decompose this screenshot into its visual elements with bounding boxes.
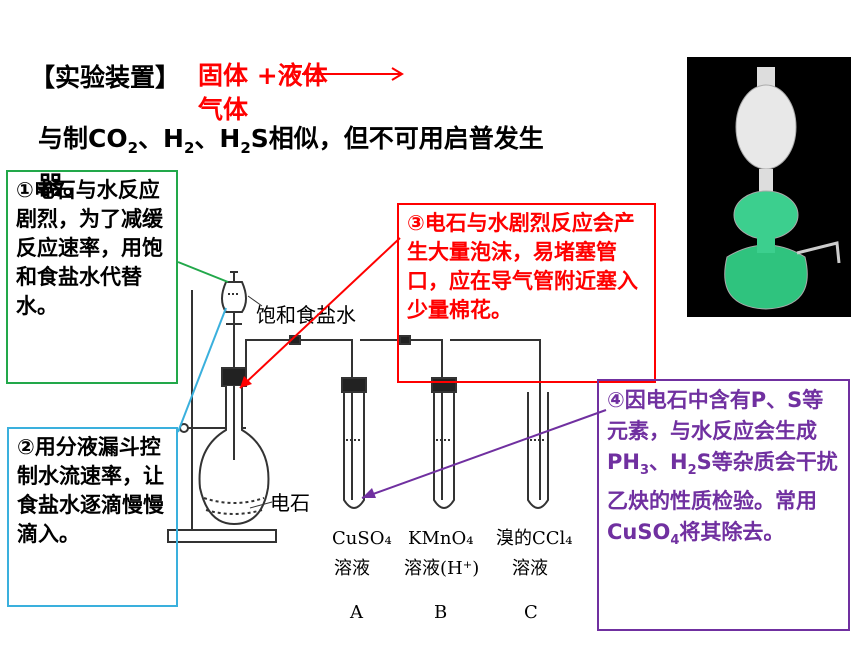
round-flask: [198, 367, 270, 526]
tube-c-label-line1: 溴的CCl₄: [496, 528, 573, 549]
tube-b-label-line1: KMnO₄: [408, 528, 473, 549]
saltwater-leader: [247, 295, 263, 307]
intro-text: 与制CO2、H2、H2S相似，但不可用启普发生器。: [38, 124, 544, 200]
label-carbide: 电石: [270, 491, 310, 515]
test-tube-a: [341, 377, 367, 509]
pointer-note4: [361, 409, 607, 499]
section-heading: 【实验装置】: [30, 63, 181, 92]
reaction-arrow-icon: [302, 67, 404, 81]
note-foam: ③电石与水剧烈反应会产生大量泡沫，易堵塞管口，应在导气管附近塞入少量棉花。: [397, 203, 656, 383]
tube-c-letter: C: [524, 602, 538, 623]
reaction-type-line1: 固体 +液体: [198, 61, 328, 90]
tube-a-label-line2: 溶液: [334, 558, 370, 579]
label-saltwater: 饱和食盐水: [256, 303, 356, 327]
pointer-note3-arrowhead: [240, 376, 252, 388]
apparatus-photo: [687, 57, 851, 317]
tube-a-letter: A: [349, 602, 364, 623]
test-tube-b: [431, 377, 457, 509]
note-saltwater: ①电石与水反应剧烈，为了减缓反应速率，用饱和食盐水代替水。: [6, 170, 178, 384]
pointer-note4-arrowhead: [362, 488, 376, 498]
note-impurities: ④因电石中含有P、S等元素，与水反应会生成PH3、H2S等杂质会干扰乙炔的性质检…: [597, 379, 850, 631]
note-funnel: ②用分液漏斗控制水流速率，让食盐水逐滴慢慢滴入。: [7, 427, 178, 607]
carbide-leader: [249, 501, 273, 509]
tube-b-label-line2: 溶液(H⁺): [404, 558, 479, 579]
kipp-generator-image: [687, 57, 851, 317]
tube-b-letter: B: [434, 602, 447, 623]
reaction-type-line2: 气体: [198, 95, 249, 124]
test-tube-c: [527, 392, 549, 509]
pointer-note1: [177, 261, 229, 283]
iron-stand: [167, 290, 277, 543]
pointer-note2: [177, 307, 227, 433]
tube-c-label-line2: 溶液: [512, 558, 548, 579]
tube-a-label-line1: CuSO₄: [332, 528, 392, 549]
pointer-note3: [239, 237, 401, 389]
separatory-funnel: [221, 271, 247, 372]
